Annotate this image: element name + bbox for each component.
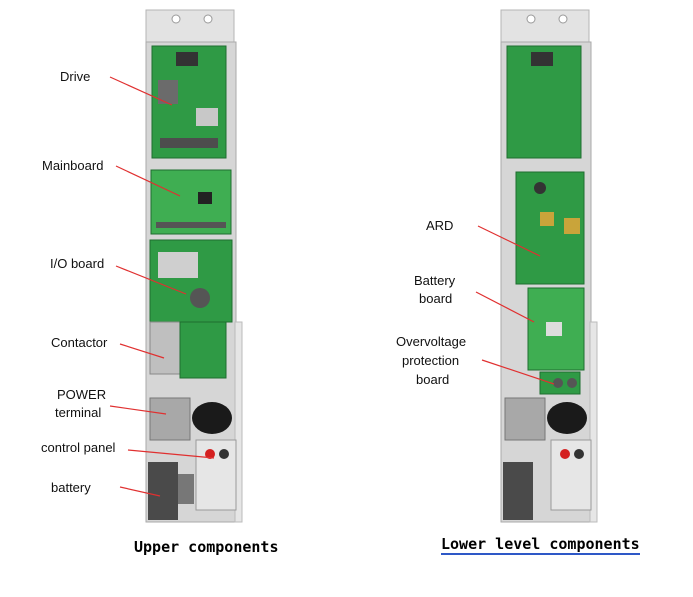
battery <box>148 462 178 520</box>
label-ard: ARD <box>426 218 454 233</box>
leader-lines <box>109 76 555 497</box>
leader-battery <box>119 486 161 497</box>
battery-board <box>527 287 585 371</box>
caption-lower: Lower level components <box>441 535 640 555</box>
leader-drive <box>109 76 173 106</box>
label-battery: Battery <box>414 273 456 288</box>
leader-battery-board <box>475 291 535 323</box>
leader-ard <box>477 225 541 257</box>
lower-cabinet <box>500 9 598 523</box>
leader-contactor <box>119 343 165 359</box>
control-panel <box>195 439 237 511</box>
label-power: POWER <box>57 387 107 402</box>
label-io-board: I/O board <box>50 256 105 271</box>
label-control-panel: control panel <box>41 440 116 455</box>
leader-overvoltage <box>481 359 555 385</box>
label-board: board <box>419 291 453 306</box>
power-terminal <box>149 397 191 441</box>
label-terminal: terminal <box>55 405 102 420</box>
leader-power-terminal <box>109 405 167 415</box>
contactor <box>149 321 181 375</box>
label-overvoltage: Overvoltage <box>396 334 467 349</box>
label-board-2: board <box>416 372 450 387</box>
label-protection: protection <box>402 353 460 368</box>
leader-mainboard <box>115 165 181 197</box>
label-contactor: Contactor <box>51 335 108 350</box>
leader-io-board <box>115 265 187 295</box>
caption-upper: Upper components <box>134 538 279 556</box>
label-mainboard: Mainboard <box>42 158 104 173</box>
label-battery: battery <box>51 480 91 495</box>
upper-cabinet <box>145 9 243 523</box>
leader-control-panel <box>127 449 215 459</box>
label-drive: Drive <box>60 69 91 84</box>
